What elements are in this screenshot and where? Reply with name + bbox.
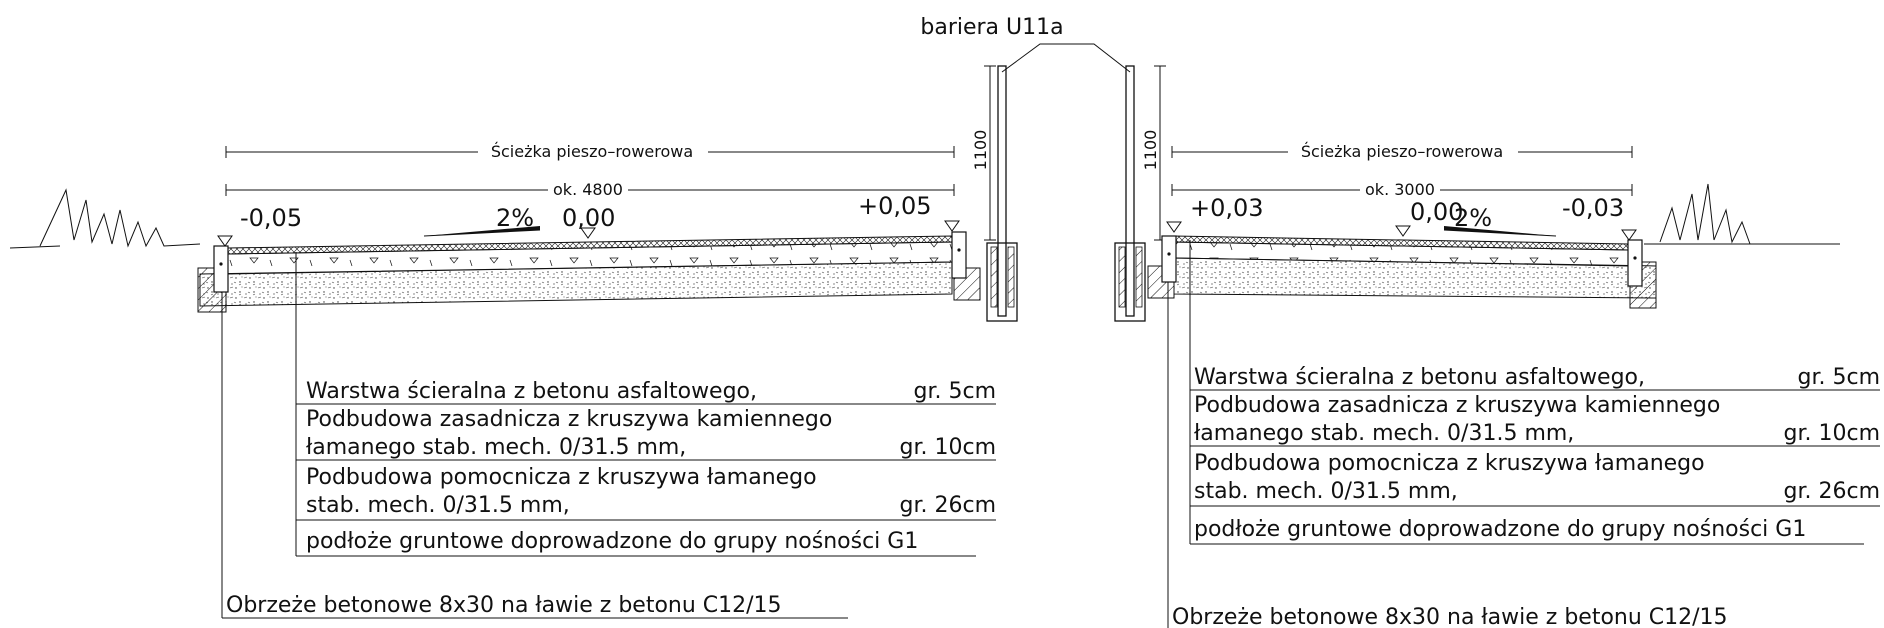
- right-layer-2-line-2: łamanego stab. mech. 0/31.5 mm,: [1194, 421, 1574, 446]
- barrier-height-right: 1100: [1141, 130, 1160, 171]
- left-elev-inner: +0,05: [858, 192, 932, 220]
- left-curb-inner: [951, 231, 967, 279]
- barrier-post-right: [1125, 65, 1135, 317]
- barrier-base-right: [1114, 242, 1146, 322]
- left-layer-3-line-2: stab. mech. 0/31.5 mm,: [306, 493, 570, 518]
- right-layer-2-line-1: Podbudowa zasadnicza z kruszywa kamienne…: [1194, 393, 1720, 418]
- left-curb-outer: [213, 245, 229, 293]
- right-layer-1-line-1: Warstwa ścieralna z betonu asfaltowego,: [1194, 365, 1645, 390]
- left-layer-3-thickness: gr. 26cm: [900, 493, 997, 518]
- right-layer-2-thickness: gr. 10cm: [1784, 421, 1881, 446]
- left-layer-table: Warstwa ścieralna z betonu asfaltowego, …: [296, 379, 997, 557]
- barrier-height-left: 1100: [971, 130, 990, 171]
- right-marker-outer: [1621, 229, 1637, 241]
- left-layer-2-thickness: gr. 10cm: [900, 435, 997, 460]
- left-elev-outer: -0,05: [240, 204, 302, 232]
- right-marker-inner: [1166, 221, 1182, 233]
- left-layer-4-line-1: podłoże gruntowe doprowadzone do grupy n…: [306, 529, 918, 554]
- right-width-label: ok. 3000: [1365, 180, 1435, 199]
- barrier-group: bariera U11a 1100 1100: [920, 15, 1166, 322]
- right-slope: 2%: [1454, 204, 1492, 232]
- right-layer-3-thickness: gr. 26cm: [1784, 479, 1881, 504]
- left-path-label: Ścieżka pieszo–rowerowa: [491, 142, 693, 161]
- right-elev-mid: 0,00: [1410, 198, 1463, 226]
- right-layer-3-line-2: stab. mech. 0/31.5 mm,: [1194, 479, 1458, 504]
- right-section: Ścieżka pieszo–rowerowa ok. 3000 +0,03 0…: [1147, 142, 1881, 628]
- right-slope-arrow: [1444, 226, 1556, 236]
- left-layer-2-line-2: łamanego stab. mech. 0/31.5 mm,: [306, 435, 686, 460]
- right-elev-outer: -0,03: [1562, 194, 1624, 222]
- left-marker-inner: [944, 220, 960, 232]
- right-elev-inner: +0,03: [1190, 194, 1264, 222]
- left-marker-outer: [217, 235, 233, 247]
- grass-left: [9, 188, 201, 249]
- barrier-label: bariera U11a: [920, 15, 1063, 40]
- left-layer-1-line-1: Warstwa ścieralna z betonu asfaltowego,: [306, 379, 757, 404]
- barrier-post-left: [997, 65, 1007, 317]
- grass-right: [1644, 183, 1840, 245]
- left-width-label: ok. 4800: [553, 180, 623, 199]
- right-layer-4-line-1: podłoże gruntowe doprowadzone do grupy n…: [1194, 517, 1806, 542]
- left-layer-2-line-1: Podbudowa zasadnicza z kruszywa kamienne…: [306, 407, 832, 432]
- barrier-base-left: [986, 242, 1018, 322]
- left-layer-3-line-1: Podbudowa pomocnicza z kruszywa łamanego: [306, 465, 817, 490]
- left-elev-mid: 0,00: [562, 204, 615, 232]
- left-slope-arrow: [424, 226, 540, 236]
- right-curb-inner: [1161, 235, 1177, 283]
- right-layer-table: Warstwa ścieralna z betonu asfaltowego, …: [1190, 365, 1881, 545]
- right-curb-outer: [1627, 239, 1643, 287]
- right-layer-3-line-1: Podbudowa pomocnicza z kruszywa łamanego: [1194, 451, 1705, 476]
- right-marker-mid: [1395, 225, 1411, 237]
- right-layer-1-thickness: gr. 5cm: [1798, 365, 1881, 390]
- left-layer-1-thickness: gr. 5cm: [914, 379, 997, 404]
- barrier-leader: [1001, 43, 1131, 73]
- right-curb-note: Obrzeże betonowe 8x30 na ławie z betonu …: [1172, 605, 1728, 628]
- left-marker-mid: [580, 227, 596, 239]
- left-curb-note: Obrzeże betonowe 8x30 na ławie z betonu …: [226, 593, 782, 618]
- left-section: Ścieżka pieszo–rowerowa ok. 4800 -0,05 2…: [9, 142, 997, 619]
- right-path-label: Ścieżka pieszo–rowerowa: [1301, 142, 1503, 161]
